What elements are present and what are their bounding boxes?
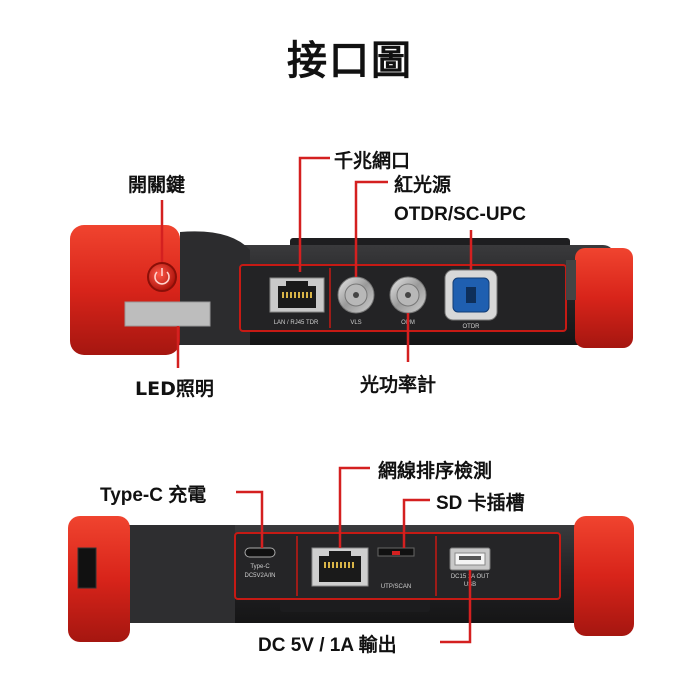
vfl-label: 紅光源 <box>394 174 452 196</box>
opm-label: 光功率計 <box>360 374 437 396</box>
led-label: LED照明 <box>135 378 214 400</box>
typec-name-text: Type-C <box>250 564 270 570</box>
top-device <box>70 225 633 355</box>
power-key-label: 開關鍵 <box>128 174 186 196</box>
vls-port-text: VLS <box>350 320 361 326</box>
lan-port-text: LAN / RJ45 TDR <box>274 320 319 326</box>
power-button-icon[interactable] <box>147 262 177 292</box>
typec-spec-text: DC5V2A/IN <box>244 573 275 579</box>
typec-label: Type-C 充電 <box>100 485 207 506</box>
otdr-port-text: OTDR <box>463 324 481 330</box>
dc-out-label: DC 5V / 1A 輸出 <box>258 635 397 656</box>
typec-port[interactable] <box>244 547 276 558</box>
bottom-device <box>68 516 634 642</box>
led-window <box>124 301 211 327</box>
strap-slot <box>77 547 97 589</box>
sd-slot-label: SD 卡插槽 <box>436 493 525 514</box>
top-right-bumper <box>575 248 633 348</box>
bottom-handle <box>280 598 430 612</box>
bottom-left-bumper <box>68 516 130 642</box>
cable-sequence-label: 網線排序檢測 <box>378 460 493 482</box>
gigabit-port-label: 千兆網口 <box>334 150 411 172</box>
callout-lines <box>160 156 473 644</box>
page-title: 接口圖 <box>287 38 413 84</box>
utp-scan-text: UTP/SCAN <box>381 584 411 590</box>
otdr-label: OTDR/SC-UPC <box>394 204 526 225</box>
bottom-right-bumper <box>574 516 634 636</box>
